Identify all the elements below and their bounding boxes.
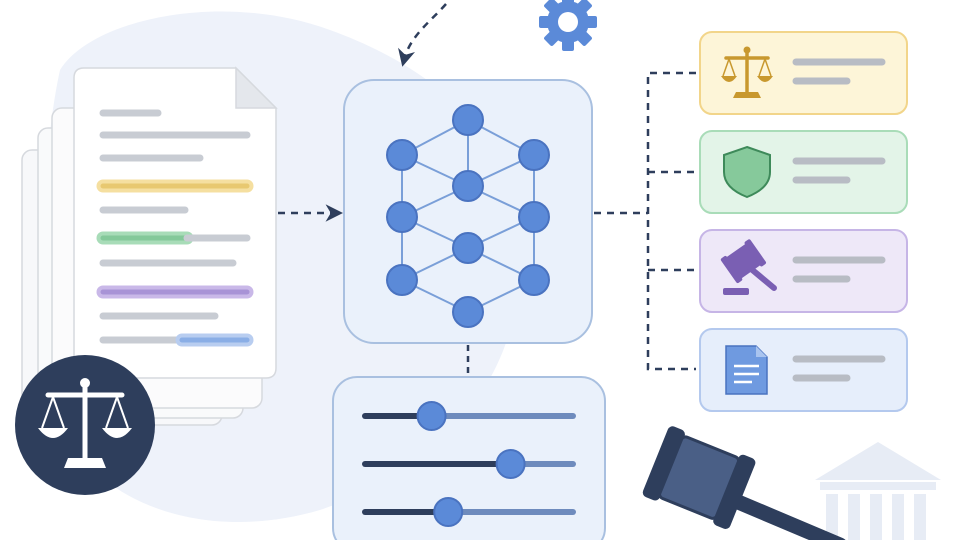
feedback-arrow <box>398 3 447 67</box>
parameter-sliders <box>362 401 576 527</box>
slider-knob[interactable] <box>416 401 447 431</box>
output-card-shield <box>699 130 908 214</box>
courthouse-icon <box>815 442 941 540</box>
gear-icon <box>539 0 597 51</box>
slider[interactable] <box>362 401 576 431</box>
slider-knob[interactable] <box>495 449 526 479</box>
neural-graph <box>386 104 550 328</box>
graph-node <box>452 104 484 136</box>
graph-node <box>518 201 550 233</box>
graph-node <box>452 296 484 328</box>
output-cards <box>699 31 908 412</box>
scales-icon <box>38 378 132 468</box>
slider[interactable] <box>362 449 576 479</box>
output-card-gavel <box>699 229 908 313</box>
scales-badge <box>15 355 155 495</box>
output-connectors <box>594 71 696 371</box>
output-card-scales <box>699 31 908 115</box>
graph-node <box>452 232 484 264</box>
shield-icon <box>723 145 771 199</box>
graph-node <box>518 264 550 296</box>
document-stack <box>21 66 278 426</box>
graph-node <box>518 139 550 171</box>
parameter-panel <box>332 376 606 540</box>
graph-node <box>386 264 418 296</box>
graph-node <box>452 170 484 202</box>
gavel-icon <box>720 239 777 295</box>
graph-node <box>386 139 418 171</box>
document-text-lines <box>96 109 254 347</box>
front-document <box>73 66 278 379</box>
slider[interactable] <box>362 497 576 527</box>
output-card-document <box>699 328 908 412</box>
slider-knob[interactable] <box>433 497 464 527</box>
scales-icon <box>721 46 773 98</box>
graph-node <box>386 201 418 233</box>
document-icon <box>725 345 768 395</box>
gavel-illustration <box>642 426 846 540</box>
